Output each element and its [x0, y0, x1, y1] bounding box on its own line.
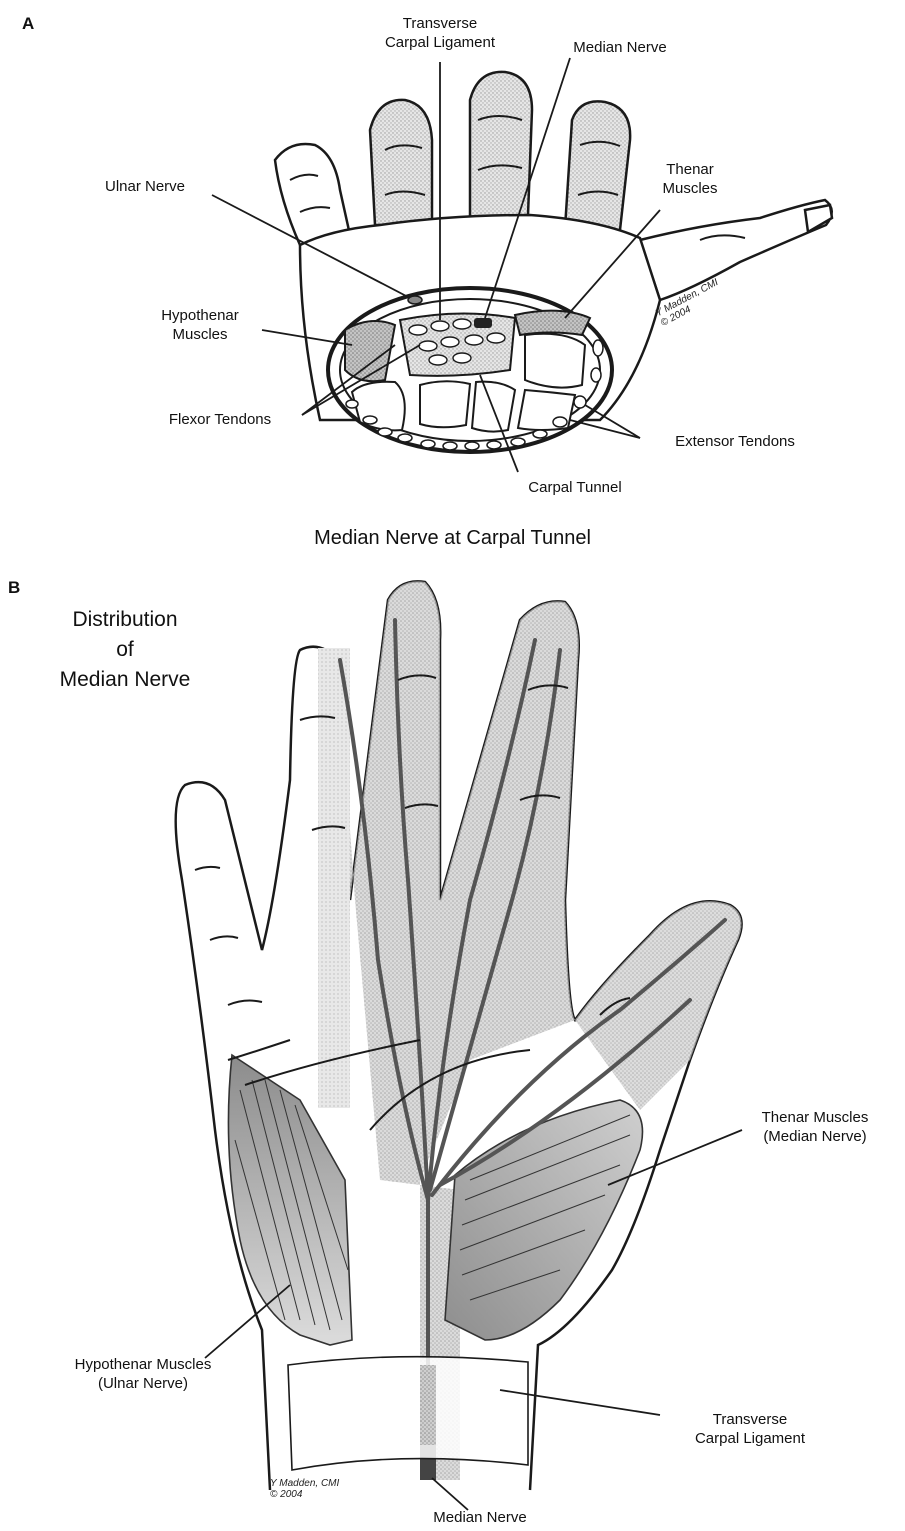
label-transverse-carpal-ligament-b: Transverse Carpal Ligament: [660, 1410, 840, 1448]
transverse-carpal-ligament-b: [288, 1357, 528, 1470]
label-hypothenar-muscles-b: Hypothenar Muscles (Ulnar Nerve): [38, 1355, 248, 1393]
label-median-nerve-b: Median Nerve: [410, 1508, 550, 1527]
signature-b: Y Madden, CMI © 2004: [270, 1478, 339, 1500]
label-thenar-muscles-b: Thenar Muscles (Median Nerve): [730, 1108, 900, 1146]
